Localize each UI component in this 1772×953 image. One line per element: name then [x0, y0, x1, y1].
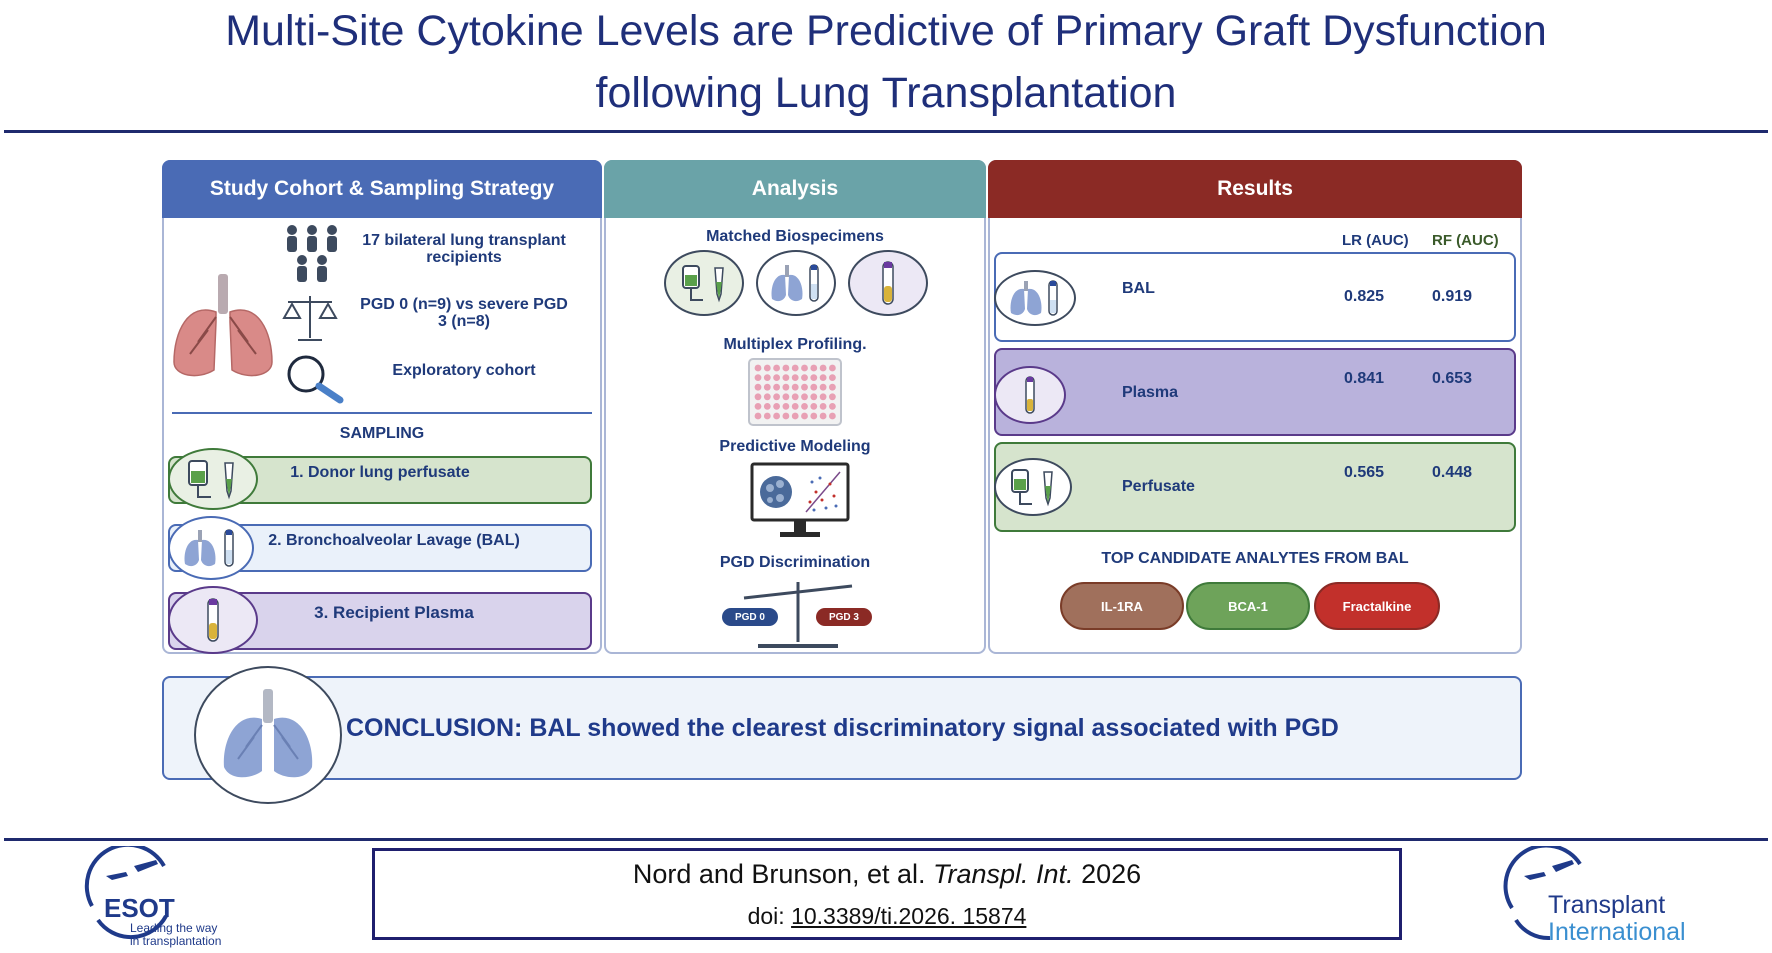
balance-scale-icon — [282, 296, 338, 341]
analyte-il1ra: IL-1RA — [1060, 582, 1184, 630]
result-perfusate-icon — [994, 458, 1072, 516]
citation-line: Nord and Brunson, et al. Transpl. Int. 2… — [375, 859, 1399, 890]
title-line-1: Multi-Site Cytokine Levels are Predictiv… — [225, 7, 1547, 55]
bal-lungs-tube-icon — [168, 516, 254, 580]
ti-name: Transplant International — [1548, 892, 1686, 946]
result-bal-icon — [994, 270, 1076, 326]
col-header-lr: LR (AUC) — [1342, 232, 1409, 249]
doi-line: doi: 10.3389/ti.2026. 15874 — [375, 903, 1399, 930]
conclusion-lungs-icon — [194, 666, 342, 804]
doi-label: doi: — [747, 903, 792, 929]
step-matched-biospecimens: Matched Biospecimens — [706, 228, 884, 245]
well-plate-icon — [748, 358, 842, 426]
esot-tagline-line1: Leading the way — [130, 921, 218, 935]
esot-tagline-line2: in transplantation — [130, 934, 222, 948]
magnifier-icon — [287, 355, 344, 404]
row-plasma-rf: 0.653 — [1432, 370, 1473, 387]
result-plasma-icon — [994, 366, 1066, 424]
analysis-header: Analysis — [604, 160, 986, 218]
doi-link[interactable]: 10.3389/ti.2026. 15874 — [791, 903, 1027, 929]
pgd0-badge: PGD 0 — [722, 608, 778, 626]
title-divider — [4, 130, 1768, 133]
step-multiplex-profiling: Multiplex Profiling. — [723, 336, 867, 353]
sample-plasma-label: 3. Recipient Plasma — [314, 603, 474, 622]
cohort-panel: Study Cohort & Sampling Strategy 17 bila… — [162, 160, 602, 654]
title-line-2: following Lung Transplantation — [595, 69, 1177, 117]
col-header-rf: RF (AUC) — [1432, 232, 1499, 249]
plasma-specimen-icon — [848, 250, 928, 316]
row-plasma-lr: 0.841 — [1344, 370, 1385, 387]
sampling-label: SAMPLING — [339, 425, 425, 442]
bal-specimen-icon — [756, 250, 836, 316]
conclusion-box: CONCLUSION: BAL showed the clearest disc… — [162, 676, 1522, 780]
esot-name: ESOT — [104, 893, 175, 923]
sample-bal-label: 2. Bronchoalveolar Lavage (BAL) — [268, 532, 520, 549]
row-bal-rf: 0.919 — [1432, 288, 1473, 305]
citation-authors: Nord and Brunson, et al. — [632, 859, 934, 889]
cohort-type-text: Exploratory cohort — [392, 362, 536, 379]
results-header: Results — [988, 160, 1522, 218]
sample-perfusate-label: 1. Donor lung perfusate — [290, 464, 470, 481]
recipients-text: 17 bilateral lung transplant recipients — [362, 232, 566, 266]
ti-line2: International — [1548, 918, 1686, 946]
pgd3-badge: PGD 3 — [816, 608, 872, 626]
conclusion-text: CONCLUSION: BAL showed the clearest disc… — [346, 713, 1339, 742]
esot-tagline: Leading the way in transplantation — [130, 922, 221, 948]
row-plasma-name: Plasma — [1122, 384, 1179, 401]
lungs-icon — [173, 274, 273, 377]
step-pgd-discrimination: PGD Discrimination — [719, 554, 871, 571]
row-perfusate-rf: 0.448 — [1432, 464, 1473, 481]
analyte-fractalkine: Fractalkine — [1314, 582, 1440, 630]
analytes-title: TOP CANDIDATE ANALYTES FROM BAL — [1101, 550, 1409, 567]
footer-divider — [4, 838, 1768, 841]
citation-journal: Transpl. Int. — [933, 859, 1074, 889]
results-panel: Results LR (AUC) RF (AUC) BAL 0.825 0.91… — [988, 160, 1522, 654]
row-perfusate-lr: 0.565 — [1344, 464, 1385, 481]
pgd-groups-text: PGD 0 (n=9) vs severe PGD 3 (n=8) — [360, 296, 568, 330]
people-icon — [287, 225, 337, 282]
citation-box: Nord and Brunson, et al. Transpl. Int. 2… — [372, 848, 1402, 940]
perfusate-bag-icon — [168, 448, 258, 510]
page-title: Multi-Site Cytokine Levels are Predictiv… — [0, 0, 1772, 124]
ti-line1: Transplant — [1548, 891, 1666, 919]
cohort-divider — [172, 412, 592, 414]
pgd-scale-icon — [743, 582, 853, 648]
row-bal-name: BAL — [1122, 280, 1155, 297]
transplant-international-logo-icon — [1503, 846, 1582, 941]
step-predictive-modeling: Predictive Modeling — [719, 438, 871, 455]
esot-logo-icon — [84, 846, 168, 939]
result-row-bal: BAL 0.825 0.919 — [994, 252, 1516, 342]
result-row-perfusate: Perfusate 0.565 0.448 — [994, 442, 1516, 532]
analyte-bca1: BCA-1 — [1186, 582, 1310, 630]
row-perfusate-name: Perfusate — [1122, 478, 1195, 495]
perfusate-specimen-icon — [664, 250, 744, 316]
row-bal-lr: 0.825 — [1344, 288, 1385, 305]
plasma-tube-icon — [168, 586, 258, 654]
result-row-plasma: Plasma 0.841 0.653 — [994, 348, 1516, 436]
monitor-icon — [750, 462, 850, 537]
citation-year: 2026 — [1073, 859, 1142, 889]
analysis-panel: Analysis Matched Biospecimens Multiplex … — [604, 160, 986, 654]
cohort-header: Study Cohort & Sampling Strategy — [162, 160, 602, 218]
